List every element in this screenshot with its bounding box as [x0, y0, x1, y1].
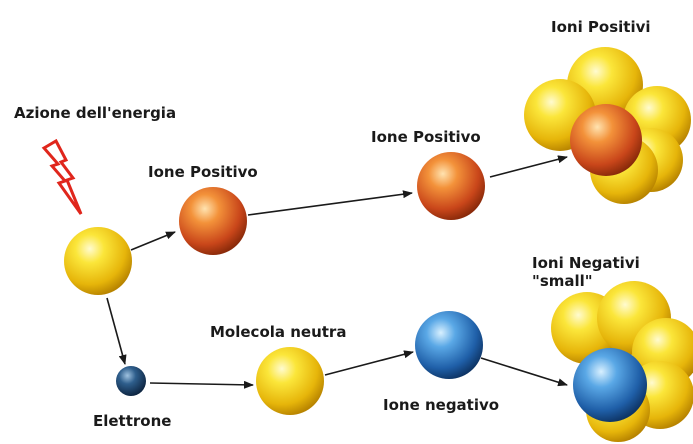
- arrow-positive-ion-to-ion-cluster: [489, 155, 568, 178]
- positive-ion-cluster: [524, 47, 691, 204]
- label-electron: Elettrone: [93, 412, 172, 430]
- positive-ion-2: [417, 152, 485, 220]
- label-positive-ion-2: Ione Positivo: [371, 128, 481, 146]
- neutral-atom: [64, 227, 132, 295]
- arrow-molecule-to-negative-ion: [324, 350, 414, 376]
- label-negative-ion: Ione negativo: [383, 396, 500, 414]
- arrow-positive-ion-to-positive-ion: [247, 190, 413, 216]
- label-positive-ion-1: Ione Positivo: [148, 163, 258, 181]
- arrow-negative-ion-to-ion-cluster: [480, 357, 568, 387]
- arrow-atom-to-positive-ion: [130, 231, 176, 251]
- arrows: [106, 155, 568, 389]
- lightning-bolt-icon: [41, 138, 83, 215]
- label-energy-action: Azione dell'energia: [14, 104, 177, 122]
- negative-ion: [415, 311, 483, 379]
- electron: [116, 366, 146, 396]
- label-negative-ions: Ioni Negativi: [532, 254, 640, 272]
- label-negative-ions-small: "small": [532, 272, 593, 290]
- label-neutral-molecule: Molecola neutra: [210, 323, 347, 341]
- arrow-atom-to-electron: [106, 297, 127, 365]
- label-positive-ions: Ioni Positivi: [551, 18, 651, 36]
- arrow-electron-to-molecule: [149, 380, 254, 389]
- neutral-molecule: [256, 347, 324, 415]
- negative-ion-cluster: [551, 281, 693, 442]
- positive-ion-1: [179, 187, 247, 255]
